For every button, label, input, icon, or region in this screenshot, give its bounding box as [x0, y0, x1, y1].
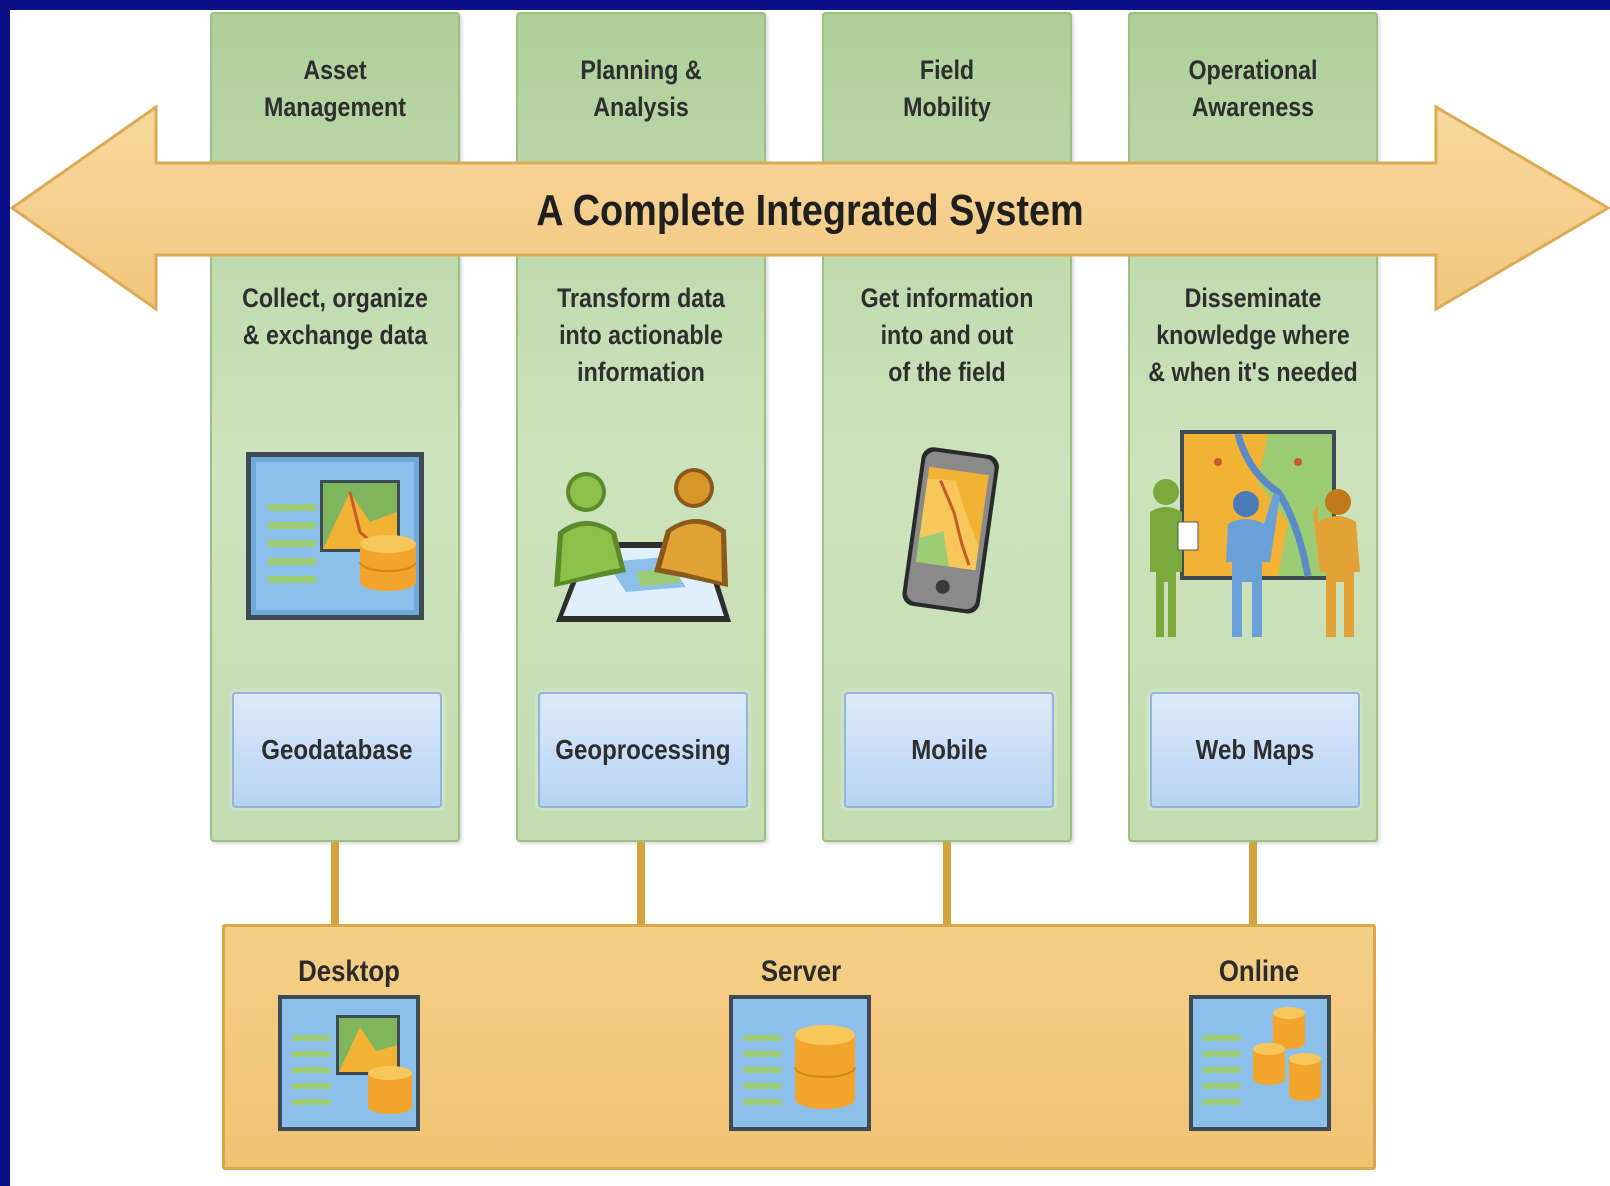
component-box-geoprocessing: Geoprocessing	[538, 692, 748, 808]
column-title: Operational Awareness	[1188, 55, 1318, 122]
diagram-canvas: Asset Management Collect, organize & exc…	[10, 10, 1610, 1186]
connector-line	[943, 842, 951, 928]
people-at-wall-map-icon	[1150, 430, 1360, 637]
desktop-icon	[278, 995, 420, 1131]
connector-line	[331, 842, 339, 928]
column-description: Disseminate knowledge where & when it's …	[1148, 283, 1358, 387]
component-box-mobile: Mobile	[844, 692, 1054, 808]
column-title: Planning & Analysis	[580, 55, 702, 122]
component-box-web-maps: Web Maps	[1150, 692, 1360, 808]
platform-label-server: Server	[760, 955, 842, 988]
column-description: Collect, organize & exchange data	[242, 283, 428, 350]
platform-label-desktop: Desktop	[298, 955, 400, 988]
component-box-geodatabase: Geodatabase	[232, 692, 442, 808]
column-description: Get information into and out of the fiel…	[860, 283, 1034, 387]
column-title: Asset Management	[264, 55, 406, 122]
connector-line	[637, 842, 645, 928]
people-at-map-table-icon	[554, 468, 731, 622]
mobile-phone-icon	[902, 447, 999, 614]
online-databases-icon	[1189, 995, 1331, 1131]
column-operational-awareness: Operational Awareness Disseminate knowle…	[1128, 12, 1378, 842]
column-planning-analysis: Planning & Analysis Transform data into …	[516, 12, 766, 842]
banner-title: A Complete Integrated System	[536, 186, 1084, 235]
column-field-mobility: Field Mobility Get information into and …	[822, 12, 1072, 842]
platform-bar: Desktop Server O	[222, 924, 1376, 1170]
component-label: Geodatabase	[261, 734, 413, 765]
double-arrow-banner	[10, 105, 1610, 312]
server-database-icon	[729, 995, 871, 1131]
component-label: Mobile	[910, 734, 988, 765]
column-title: Field Mobility	[903, 55, 991, 122]
geodatabase-icon	[246, 452, 424, 620]
column-asset-management: Asset Management Collect, organize & exc…	[210, 12, 460, 842]
column-description: Transform data into actionable informati…	[557, 283, 725, 387]
component-label: Web Maps	[1195, 734, 1315, 765]
component-label: Geoprocessing	[555, 734, 731, 765]
platform-label-online: Online	[1218, 955, 1300, 988]
connector-line	[1249, 842, 1257, 928]
